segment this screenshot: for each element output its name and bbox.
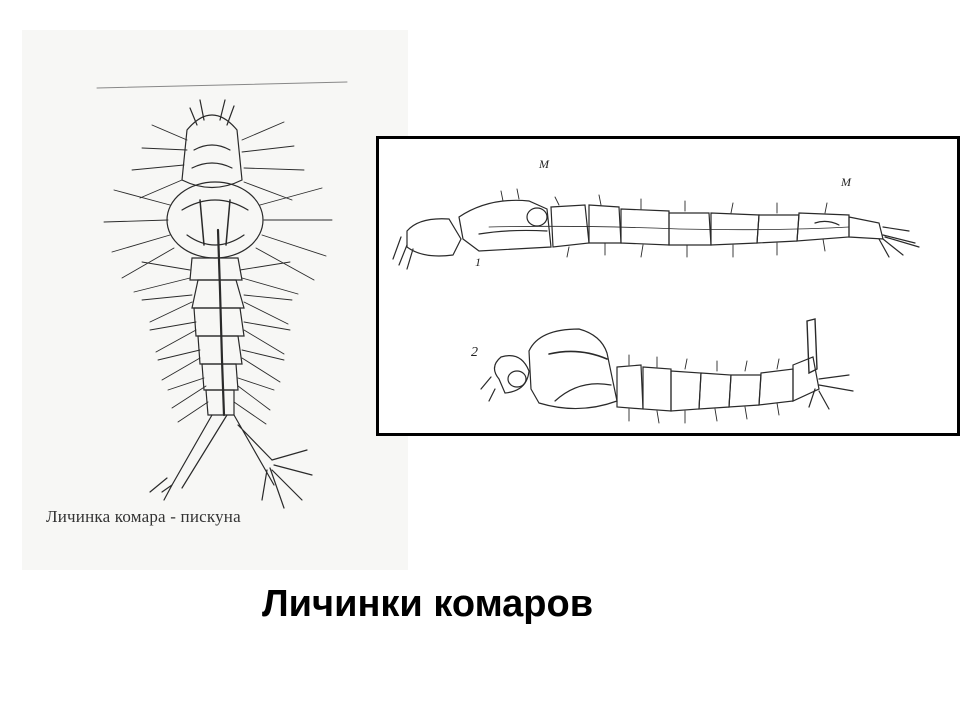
left-figure-caption: Личинка комара - пискуна	[46, 507, 241, 526]
larva-dorsal-illustration	[96, 81, 348, 509]
larva-2-number: 2	[471, 345, 478, 360]
slide-title: Личинки комаров	[262, 583, 594, 625]
left-figure-panel: Личинка комара - пискуна	[22, 30, 408, 570]
marker-label-m-first: М	[539, 157, 549, 171]
larva-1-number: 1	[475, 255, 481, 269]
larvae-lateral-illustration	[392, 188, 920, 424]
right-figure-panel: 1 2 М М	[376, 136, 960, 436]
marker-label-m-second: М	[841, 175, 851, 189]
